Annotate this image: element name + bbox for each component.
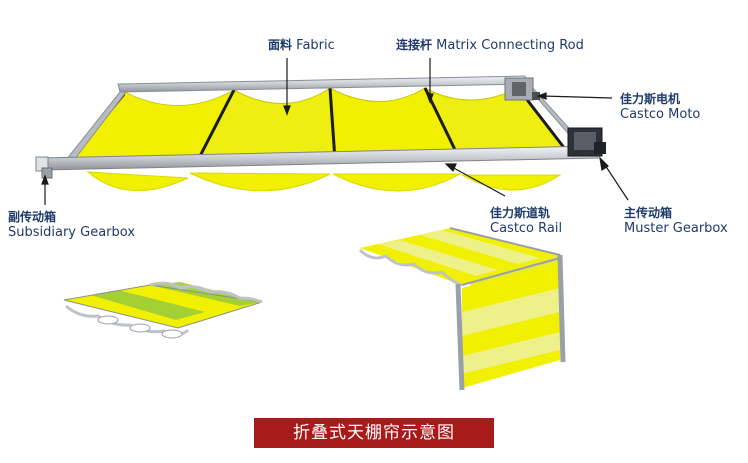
rail-label: 佳力斯道轨 Castco Rail xyxy=(490,206,562,236)
fabric-swag xyxy=(189,172,331,192)
main-awning xyxy=(35,75,606,192)
rod-label-cn: 连接杆 xyxy=(396,38,433,52)
fabric-label: 面料 Fabric xyxy=(268,38,335,53)
subsidiary-gearbox-label-en: Subsidiary Gearbox xyxy=(8,225,136,240)
rod-label: 连接杆 Matrix Connecting Rod xyxy=(396,38,584,53)
main-gearbox-label: 主传动箱 Muster Gearbox xyxy=(624,206,728,236)
rail-label-en: Castco Rail xyxy=(490,221,563,236)
fabric-label-en: Fabric xyxy=(296,38,335,53)
motor-label-cn: 佳力斯电机 xyxy=(620,92,681,106)
back-rail xyxy=(117,75,529,93)
motor-label: 佳力斯电机 Castco Moto xyxy=(620,92,700,122)
fabric-label-cn: 面料 xyxy=(268,38,293,52)
main-gearbox-label-cn: 主传动箱 xyxy=(624,206,673,220)
leader-lines xyxy=(41,58,629,205)
fabric-swag xyxy=(460,174,562,191)
connecting-rod xyxy=(196,89,236,161)
flat-model xyxy=(63,281,263,339)
rail-label-cn: 佳力斯道轨 xyxy=(490,206,551,220)
caption-bar: 折叠式天棚帘示意图 xyxy=(254,418,494,448)
bent-model xyxy=(358,227,566,391)
subsidiary-gearbox-label: 副传动箱 Subsidiary Gearbox xyxy=(8,210,135,240)
motor-label-en: Castco Moto xyxy=(620,107,701,122)
fabric-swag xyxy=(86,171,189,192)
main-gearbox xyxy=(567,127,606,157)
caption-text: 折叠式天棚帘示意图 xyxy=(293,423,455,443)
motor xyxy=(504,77,540,101)
subsidiary-gearbox xyxy=(41,167,53,179)
main-gearbox-label-en: Muster Gearbox xyxy=(624,221,728,236)
fabric-swag xyxy=(332,173,462,192)
connecting-rod xyxy=(328,87,337,161)
subsidiary-gearbox-label-cn: 副传动箱 xyxy=(8,210,57,224)
rod-label-en: Matrix Connecting Rod xyxy=(436,38,584,53)
